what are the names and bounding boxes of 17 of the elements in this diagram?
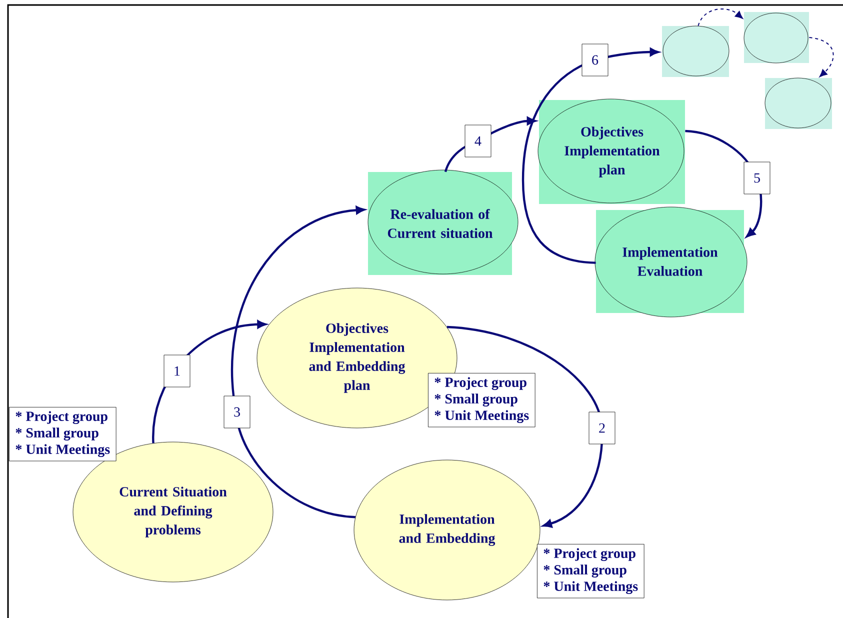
- arrow: [522, 48, 659, 264]
- ellipse-node: [764, 78, 832, 129]
- edge-label: 6: [582, 44, 608, 76]
- edge-label: 1: [164, 354, 190, 388]
- note-box: * Project group * Small group * Unit Meetings: [537, 544, 644, 598]
- ellipse-node: [744, 12, 809, 64]
- note-box: * Project group * Small group * Unit Meetings: [9, 407, 116, 462]
- ellipse-node: [662, 26, 730, 77]
- arrow: [231, 206, 365, 518]
- edge-label: 3: [224, 396, 250, 428]
- arrow: [808, 37, 834, 78]
- arrow: [446, 326, 604, 528]
- edge-label: 2: [588, 412, 616, 444]
- edge-label: 4: [464, 124, 492, 158]
- edge-label: 5: [744, 162, 770, 194]
- note-box: * Project group * Small group * Unit Meetings: [428, 373, 536, 428]
- arrow: [698, 8, 743, 26]
